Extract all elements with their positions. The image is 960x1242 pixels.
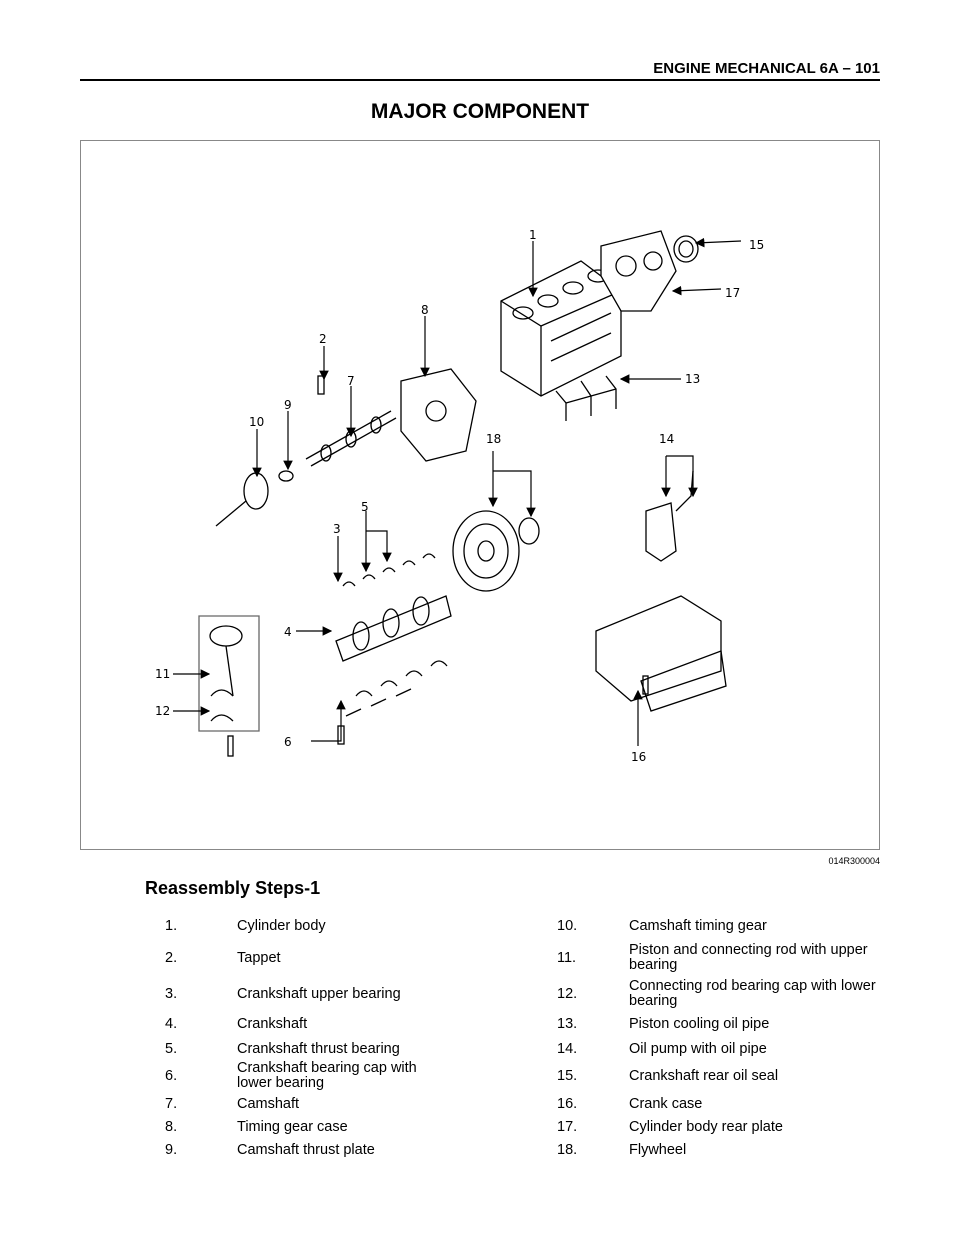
cooling-pipe-drawing [555, 375, 617, 421]
step-item: 15.Crankshaft rear oil seal [557, 1067, 779, 1084]
upper-bearings-drawing [342, 553, 436, 587]
step-item: 12.Connecting rod bearing cap with lower… [557, 978, 876, 1009]
step-item: 5.Crankshaft thrust bearing [165, 1040, 400, 1057]
flywheel-drawing [452, 510, 540, 592]
callout-10: 10 [249, 415, 264, 429]
step-item: 7.Camshaft [165, 1095, 300, 1112]
callout-17: 17 [725, 286, 740, 300]
rear-plate-drawing [600, 230, 677, 312]
callout-18: 18 [486, 432, 501, 446]
callout-3: 3 [333, 522, 341, 536]
step-item: 3.Crankshaft upper bearing [165, 985, 401, 1002]
step-item: 14.Oil pump with oil pipe [557, 1040, 767, 1057]
steps-list-right: 10.Camshaft timing gear 11.Piston and co… [557, 915, 877, 1162]
piston-rod-drawing [198, 615, 260, 757]
step-item: 10.Camshaft timing gear [557, 918, 767, 934]
callout-9: 9 [284, 398, 292, 412]
step-item: 16.Crank case [557, 1095, 703, 1112]
page-header: ENGINE MECHANICAL 6A – 101 [653, 60, 880, 77]
callout-13: 13 [685, 372, 700, 386]
step-item: 1.Cylinder body [165, 918, 326, 934]
bearing-caps-drawing [337, 660, 448, 745]
header-rule [80, 79, 880, 81]
timing-case-drawing [400, 368, 477, 462]
crankshaft-drawing [335, 595, 452, 662]
crank-case-drawing [595, 595, 727, 712]
callout-2: 2 [319, 332, 327, 346]
thrust-plate-drawing [278, 470, 294, 482]
exploded-view-figure: 1 2 3 4 5 6 7 8 9 10 11 12 13 14 15 16 1… [80, 140, 880, 850]
section-title: Reassembly Steps-1 [145, 878, 321, 898]
step-item: 2.Tappet [165, 949, 281, 966]
cylinder-body-drawing [500, 260, 622, 397]
tappet-drawing [317, 375, 325, 395]
callout-15: 15 [749, 238, 764, 252]
callout-6: 6 [284, 735, 292, 749]
callout-12: 12 [155, 704, 170, 718]
step-item: 9.Camshaft thrust plate [165, 1141, 375, 1158]
step-item: 13.Piston cooling oil pipe [557, 1015, 770, 1032]
exploded-engine-diagram: 1 2 3 4 5 6 7 8 9 10 11 12 13 14 15 16 1… [155, 228, 764, 764]
step-item: 6.Crankshaft bearing cap with lower bear… [165, 1060, 417, 1091]
step-item: 11.Piston and connecting rod with upper … [557, 942, 868, 973]
callout-16: 16 [631, 750, 646, 764]
step-item: 18.Flywheel [557, 1141, 687, 1158]
page-title: MAJOR COMPONENT [370, 100, 590, 123]
callout-14: 14 [659, 432, 674, 446]
step-item: 8.Timing gear case [165, 1118, 348, 1135]
oil-seal-drawing [673, 235, 699, 263]
step-item: 17.Cylinder body rear plate [557, 1118, 783, 1135]
callout-4: 4 [284, 625, 292, 639]
callout-5: 5 [361, 500, 369, 514]
callout-11: 11 [155, 667, 170, 681]
steps-list-left: 1.Cylinder body 2.Tappet 3.Crankshaft up… [165, 915, 455, 1162]
timing-gear-drawing [243, 472, 269, 510]
figure-code: 014R300004 [828, 856, 880, 866]
oil-pump-drawing [645, 502, 677, 562]
callout-7: 7 [347, 374, 355, 388]
step-item: 4.Crankshaft [165, 1015, 308, 1032]
callout-8: 8 [421, 303, 429, 317]
callout-1: 1 [529, 228, 537, 242]
